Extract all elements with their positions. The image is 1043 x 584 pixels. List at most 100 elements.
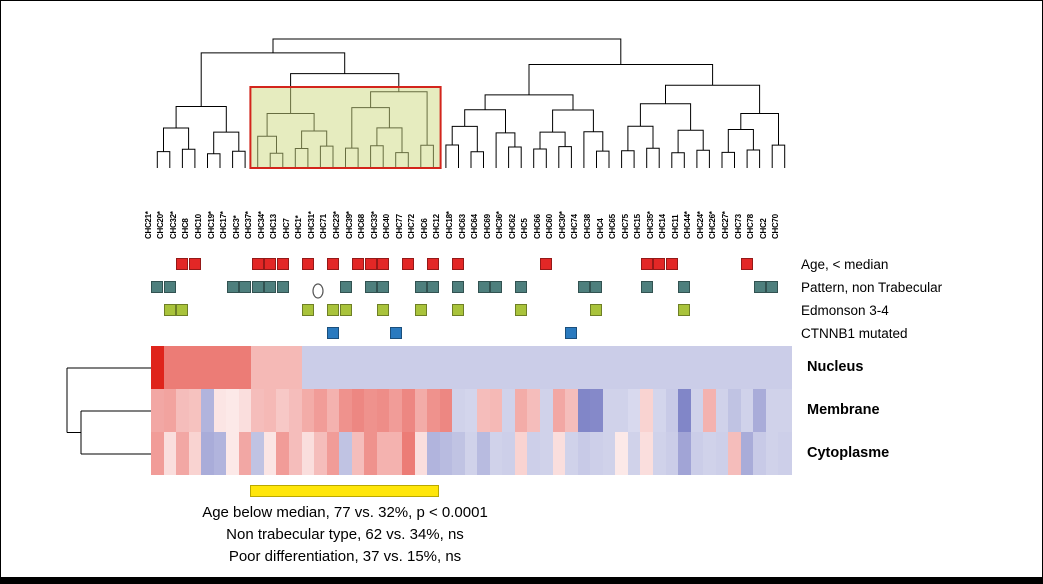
pattern-square — [640, 281, 653, 293]
heatmap-cell — [427, 346, 441, 389]
heatmap-cell — [552, 432, 566, 475]
pattern-square — [753, 281, 766, 293]
heatmap-cell — [703, 389, 717, 432]
ctnnb1-square — [565, 327, 578, 339]
heatmap-cell — [765, 389, 780, 432]
heatmap-cell — [502, 432, 516, 475]
heatmap-cell — [489, 389, 503, 432]
heatmap-cell — [640, 389, 654, 432]
heatmap-cell — [452, 346, 466, 389]
heatmap-cell — [565, 389, 579, 432]
heatmap-cell — [276, 432, 290, 475]
heatmap-cell — [627, 389, 641, 432]
heatmap-cell — [289, 389, 303, 432]
heatmap-cell — [565, 432, 579, 475]
heatmap-cell — [439, 346, 453, 389]
sample-label: CHC40 — [382, 214, 392, 239]
annotation-label-ctnnb1: CTNNB1 mutated — [801, 326, 908, 341]
heatmap-cell — [188, 389, 202, 432]
sample-label: CHC63 — [457, 214, 467, 239]
sample-label: CHC10 — [193, 214, 203, 239]
sample-label: CHC65 — [608, 214, 618, 239]
heatmap-cell — [251, 389, 265, 432]
heatmap-cell — [414, 432, 428, 475]
heatmap-cell — [401, 432, 416, 475]
heatmap-cell — [615, 346, 629, 389]
heatmap-cell — [364, 389, 378, 432]
annotation-label-pattern: Pattern, non Trabecular — [801, 280, 943, 295]
heatmap-cell — [464, 346, 478, 389]
sample-label: CHC73 — [733, 214, 743, 239]
heatmap-cell — [728, 346, 742, 389]
pattern-square — [414, 281, 427, 293]
heatmap-cell — [226, 389, 240, 432]
heatmap-cell — [276, 389, 290, 432]
pattern-square — [251, 281, 264, 293]
heatmap-cell — [665, 432, 679, 475]
heatmap-cell — [339, 389, 353, 432]
heatmap-cell — [351, 346, 365, 389]
heatmap-cell — [690, 432, 704, 475]
heatmap-cell — [665, 389, 679, 432]
heatmap-cell — [552, 346, 566, 389]
heatmap-cell — [602, 389, 616, 432]
heatmap-cell — [339, 432, 353, 475]
annotation-label-age: Age, < median — [801, 257, 889, 272]
pattern-square — [276, 281, 289, 293]
heatmap-cell — [314, 346, 328, 389]
heatmap-cell — [703, 432, 717, 475]
heatmap-cell — [389, 389, 403, 432]
sample-label: CHC13 — [269, 214, 279, 239]
heatmap-cell — [326, 432, 340, 475]
heatmap-cell — [577, 432, 591, 475]
age-square — [188, 258, 201, 270]
pattern-square — [364, 281, 377, 293]
heatmap-cell — [615, 389, 629, 432]
heatmap-cell — [703, 346, 717, 389]
heatmap-cell — [715, 389, 729, 432]
heatmap-cell — [715, 432, 729, 475]
heatmap-cell — [376, 389, 391, 432]
heatmap-cell — [502, 346, 516, 389]
sample-label: CHC68 — [357, 214, 367, 239]
sample-label: CHC60 — [545, 214, 555, 239]
sample-label: CHC74 — [570, 214, 580, 239]
heatmap-cell — [339, 346, 353, 389]
heatmap-cell — [640, 432, 654, 475]
heatmap-cell — [163, 389, 177, 432]
heatmap-cell — [201, 432, 215, 475]
sample-label: CHC5 — [520, 218, 530, 239]
heatmap-cell — [263, 389, 278, 432]
heatmap-cell — [364, 432, 378, 475]
heatmap-cell — [477, 346, 491, 389]
edmonson-square — [515, 304, 528, 316]
sample-label: CHC14 — [658, 214, 668, 239]
pattern-square — [766, 281, 779, 293]
heatmap-cell — [151, 346, 165, 389]
heatmap-cell — [326, 346, 340, 389]
heatmap-cell — [489, 346, 503, 389]
sample-label: CHC44* — [683, 211, 693, 239]
age-square — [540, 258, 553, 270]
age-square — [640, 258, 653, 270]
age-square — [377, 258, 390, 270]
edmonson-square — [414, 304, 427, 316]
heatmap-cell — [439, 389, 453, 432]
sample-label: CHC18* — [444, 211, 454, 239]
heatmap-cell — [514, 346, 529, 389]
heatmap-cell — [213, 432, 227, 475]
sample-label: CHC35* — [645, 211, 655, 239]
heatmap-cell — [188, 346, 202, 389]
heatmap-cell — [514, 389, 529, 432]
age-square — [176, 258, 189, 270]
heatmap-cell — [351, 389, 365, 432]
pattern-square — [264, 281, 277, 293]
edmonson-square — [326, 304, 339, 316]
age-square — [665, 258, 678, 270]
heatmap-cell — [690, 389, 704, 432]
heatmap-cell — [314, 389, 328, 432]
heatmap-cell — [640, 346, 654, 389]
edmonson-square — [377, 304, 390, 316]
heatmap-cell — [452, 432, 466, 475]
heatmap-cell — [489, 432, 503, 475]
